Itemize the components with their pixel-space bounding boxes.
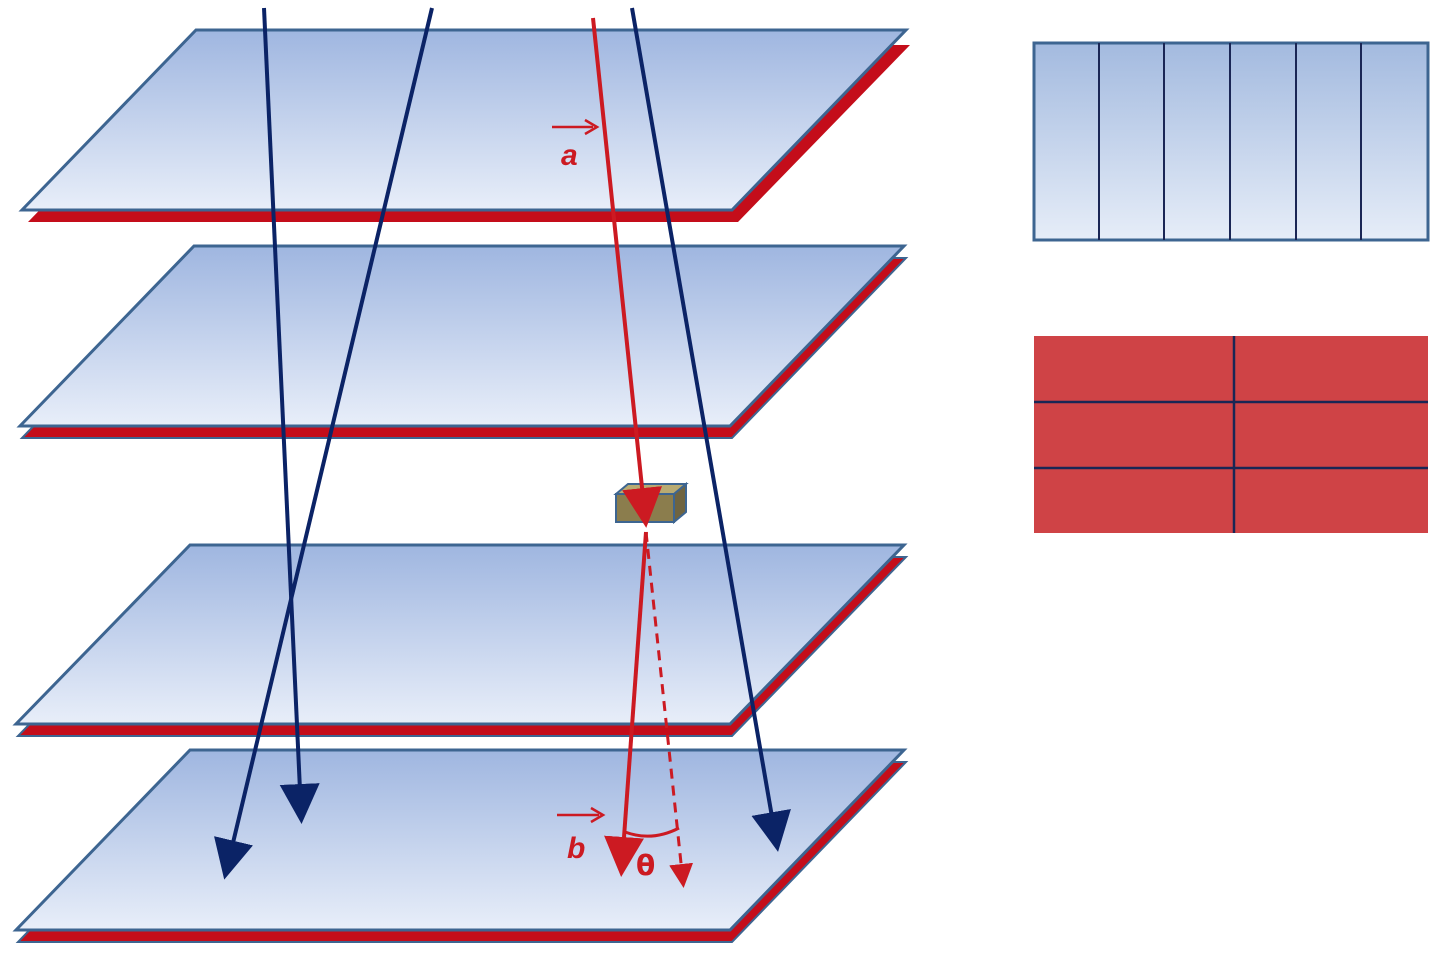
- vector-b-text: b: [567, 832, 585, 865]
- blue-tracks: [214, 7, 791, 880]
- undeflected-extension: [644, 531, 694, 888]
- pad-detector-frame: [1034, 336, 1428, 533]
- detector-plane-4: [12, 748, 909, 943]
- outgoing-track-b: [604, 531, 648, 877]
- detector-plane-2: [16, 244, 909, 439]
- vector-a-label: a: [552, 118, 600, 172]
- strip-detector-segmented: [1032, 41, 1430, 242]
- red-scattered-track: [591, 17, 694, 888]
- plane-2-surface: [16, 244, 908, 428]
- vector-b-label: b: [557, 806, 606, 865]
- plane-3-surface: [12, 543, 908, 726]
- vector-b-arrowhead: [590, 806, 606, 824]
- vector-a-arrowhead: [584, 118, 600, 136]
- detector-plane-3: [12, 543, 909, 737]
- incoming-track-a: [591, 17, 662, 528]
- plane-1-surface: [18, 28, 910, 212]
- blue-track-2: [214, 7, 434, 880]
- blue-track-1: [262, 7, 320, 824]
- detector-plane-1: [18, 28, 910, 222]
- blue-track-3: [630, 7, 791, 852]
- angle-arc: [624, 826, 680, 838]
- vector-a-text: a: [561, 139, 578, 172]
- scattering-target-block: [613, 481, 689, 525]
- angle-theta-label: θ: [636, 849, 655, 882]
- pad-detector-segmented: [1034, 336, 1428, 533]
